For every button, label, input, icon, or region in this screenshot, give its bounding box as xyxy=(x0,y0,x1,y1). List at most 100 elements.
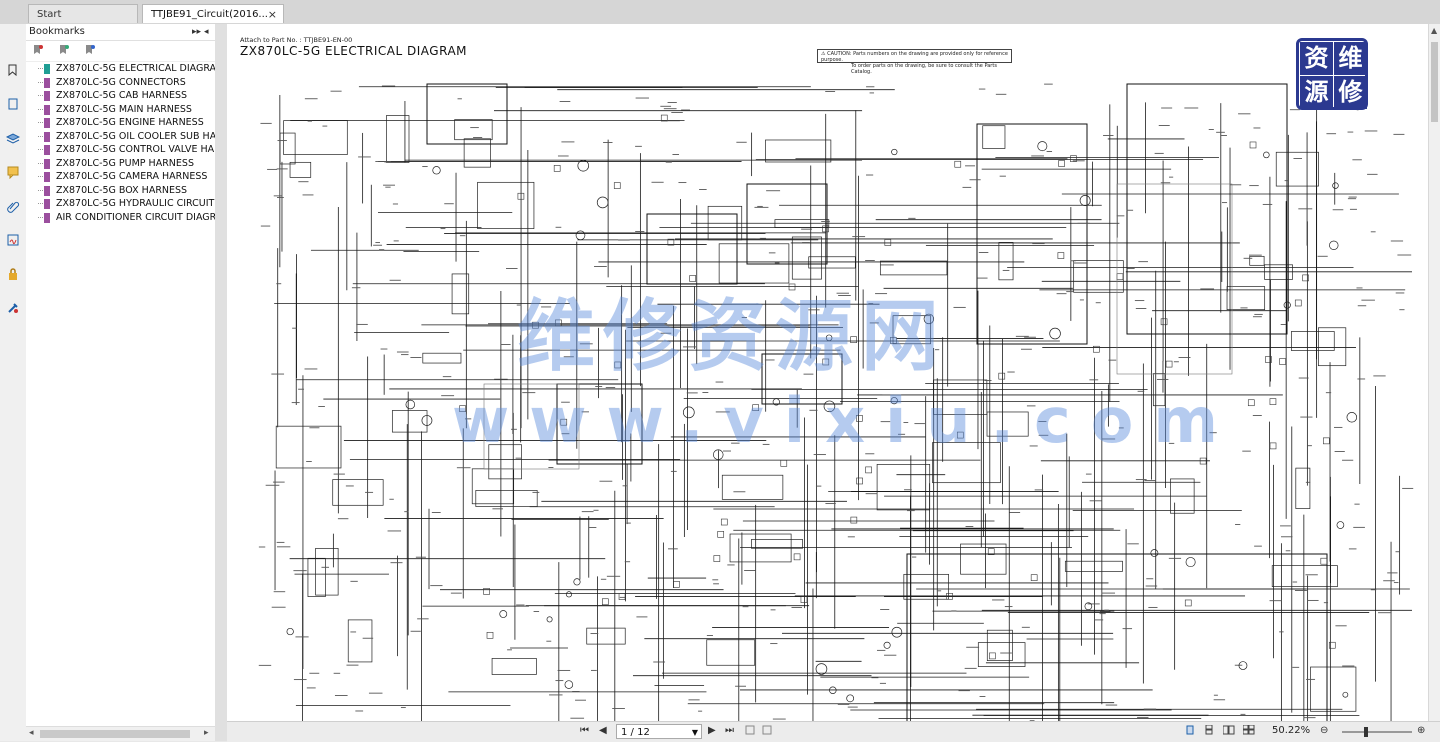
signatures-icon[interactable] xyxy=(5,232,21,248)
zoom-slider[interactable] xyxy=(1342,727,1412,737)
close-tab-icon[interactable]: × xyxy=(267,8,277,21)
bookmark-label: AIR CONDITIONER CIRCUIT DIAGRAM xyxy=(56,211,215,223)
bookmark-item[interactable]: ZX870LC-5G OIL COOLER SUB HARNE xyxy=(26,130,215,144)
scroll-right-icon[interactable]: ▸ xyxy=(204,728,209,738)
tab-document-label: TTJBE91_Circuit(2016... xyxy=(151,9,268,20)
page-number-input[interactable]: 1 / 12 ▼ xyxy=(616,724,702,739)
bookmark-item[interactable]: ZX870LC-5G ELECTRICAL DIAGRAM xyxy=(26,62,215,76)
navigation-rail xyxy=(0,24,27,741)
bookmarks-scroll-thumb[interactable] xyxy=(40,730,190,738)
document-viewer[interactable]: Attach to Part No. : TTJBE91-EN-00 ZX870… xyxy=(227,24,1428,721)
bookmark-label: ZX870LC-5G HYDRAULIC CIRCUIT DIA xyxy=(56,198,215,209)
single-page-view-icon[interactable] xyxy=(1185,725,1195,738)
bookmark-flag-icon xyxy=(44,104,50,115)
zoom-slider-knob[interactable] xyxy=(1364,727,1368,737)
last-page-button[interactable]: ⏭ xyxy=(725,725,734,736)
scroll-left-icon[interactable]: ◂ xyxy=(29,728,34,738)
bookmark-options-icon[interactable] xyxy=(84,44,98,58)
tab-start[interactable]: Start xyxy=(28,4,138,23)
bookmark-item[interactable]: ZX870LC-5G CONNECTORS xyxy=(26,76,215,90)
bookmark-flag-icon xyxy=(44,145,50,155)
bookmark-flag-icon xyxy=(44,77,50,88)
chevron-down-icon[interactable]: ▼ xyxy=(691,728,698,737)
tree-connector xyxy=(38,81,43,83)
bookmark-flag-icon xyxy=(44,158,50,169)
watermark-chinese: 维修资源网 xyxy=(517,292,948,382)
bookmark-list: ZX870LC-5G ELECTRICAL DIAGRAM ZX870LC-5G … xyxy=(26,62,215,224)
bookmarks-hscrollbar[interactable]: ◂ ▸ xyxy=(26,726,215,741)
tab-start-label: Start xyxy=(37,9,62,20)
continuous-view-icon[interactable] xyxy=(1204,724,1214,738)
document-vscrollbar[interactable]: ▲ xyxy=(1428,24,1440,721)
bookmark-label: ZX870LC-5G ENGINE HARNESS xyxy=(56,117,204,128)
bookmark-item[interactable]: ZX870LC-5G CAMERA HARNESS xyxy=(26,170,215,184)
next-page-button[interactable]: ▶ xyxy=(708,725,716,736)
zoom-level: 50.22% xyxy=(1272,725,1311,736)
bookmark-label: ZX870LC-5G CONNECTORS xyxy=(56,76,186,88)
document-scroll-thumb[interactable] xyxy=(1431,42,1438,122)
bookmark-item[interactable]: ZX870LC-5G CAB HARNESS xyxy=(26,89,215,103)
electrical-schematic xyxy=(258,83,1414,721)
bookmark-flag-icon xyxy=(44,199,50,209)
attach-part-number: Attach to Part No. : TTJBE91-EN-00 xyxy=(240,36,353,44)
bookmark-item[interactable]: ZX870LC-5G HYDRAULIC CIRCUIT DIA xyxy=(26,197,215,211)
first-page-button[interactable]: ⏮ xyxy=(580,725,589,736)
bookmark-label: ZX870LC-5G ELECTRICAL DIAGRAM xyxy=(56,63,215,74)
next-view-icon[interactable] xyxy=(762,725,772,738)
two-page-view-icon[interactable] xyxy=(1222,725,1235,738)
comments-icon[interactable] xyxy=(5,164,21,180)
caution-line-1: ⚠ CAUTION: Parts numbers on the drawing … xyxy=(821,51,1008,63)
layers-icon[interactable] xyxy=(5,130,21,146)
watermark-url: www.vixiu.com xyxy=(452,384,1238,457)
bookmark-flag-icon xyxy=(44,64,50,74)
tree-connector xyxy=(38,162,43,164)
bookmark-item[interactable]: AIR CONDITIONER CIRCUIT DIAGRAM xyxy=(26,211,215,225)
collapse-panel-icon[interactable]: ◂ xyxy=(204,27,209,37)
panel-splitter[interactable] xyxy=(215,24,227,741)
tree-connector xyxy=(38,95,43,96)
scroll-up-icon[interactable]: ▲ xyxy=(1431,26,1438,35)
tools-icon[interactable] xyxy=(5,300,21,316)
bookmark-flag-icon xyxy=(44,212,50,223)
bookmark-label: ZX870LC-5G CONTROL VALVE HARNE xyxy=(56,144,215,155)
tab-document[interactable]: TTJBE91_Circuit(2016... × xyxy=(142,4,284,23)
tree-connector xyxy=(38,108,43,110)
bookmark-label: ZX870LC-5G PUMP HARNESS xyxy=(56,157,194,169)
bookmarks-title: Bookmarks xyxy=(29,26,85,37)
bookmark-label: ZX870LC-5G MAIN HARNESS xyxy=(56,103,192,115)
tree-connector xyxy=(38,176,43,177)
page-thumbnails-icon[interactable] xyxy=(5,96,21,112)
zoom-out-icon[interactable]: ⊖ xyxy=(1320,725,1329,736)
bookmark-item[interactable]: ZX870LC-5G ENGINE HARNESS xyxy=(26,116,215,130)
diagram-title: ZX870LC-5G ELECTRICAL DIAGRAM xyxy=(240,44,468,58)
bookmark-label: ZX870LC-5G CAMERA HARNESS xyxy=(56,171,208,182)
tree-connector xyxy=(38,149,43,150)
bookmark-label: ZX870LC-5G BOX HARNESS xyxy=(56,184,188,196)
bookmark-item[interactable]: ZX870LC-5G CONTROL VALVE HARNE xyxy=(26,143,215,157)
tree-connector xyxy=(38,203,43,204)
logo-char: 修 xyxy=(1334,76,1367,109)
bookmark-item[interactable]: ZX870LC-5G MAIN HARNESS xyxy=(26,103,215,117)
bookmark-label: ZX870LC-5G CAB HARNESS xyxy=(56,90,188,101)
logo-char: 资 xyxy=(1300,42,1333,75)
bookmark-flag-icon xyxy=(44,91,50,101)
bookmark-label: ZX870LC-5G OIL COOLER SUB HARNE xyxy=(56,130,215,142)
expand-bookmarks-icon[interactable] xyxy=(58,44,72,58)
tree-connector xyxy=(38,135,43,137)
attachments-icon[interactable] xyxy=(5,198,21,214)
bookmark-flag-icon xyxy=(44,185,50,196)
zoom-in-icon[interactable]: ⊕ xyxy=(1417,725,1426,736)
bookmark-flag-icon xyxy=(44,118,50,128)
bookmark-panel-icon[interactable] xyxy=(5,62,21,78)
page-number-value: 1 / 12 xyxy=(621,727,650,738)
tab-bar: Start TTJBE91_Circuit(2016... × xyxy=(0,0,1440,25)
bookmarks-panel: Bookmarks ▸▸ ◂ ZX870LC-5G ELECTRICAL DIA… xyxy=(26,24,216,741)
bookmark-item[interactable]: ZX870LC-5G BOX HARNESS xyxy=(26,184,215,198)
two-page-continuous-icon[interactable] xyxy=(1242,724,1255,738)
security-lock-icon[interactable] xyxy=(5,266,21,282)
bookmark-item[interactable]: ZX870LC-5G PUMP HARNESS xyxy=(26,157,215,171)
previous-view-icon[interactable] xyxy=(745,725,755,738)
expand-panel-icon[interactable]: ▸▸ xyxy=(192,27,202,37)
new-bookmark-icon[interactable] xyxy=(32,44,46,58)
previous-page-button[interactable]: ◀ xyxy=(599,725,607,736)
